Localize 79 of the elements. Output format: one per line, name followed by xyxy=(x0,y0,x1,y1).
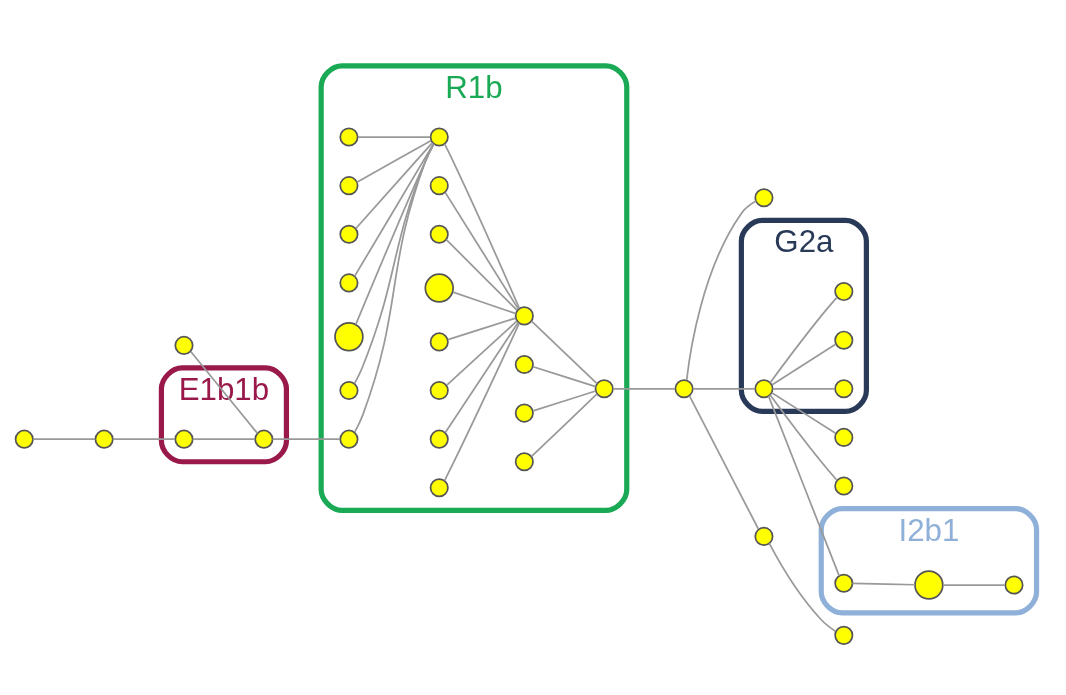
node-circle xyxy=(14,429,34,449)
node-circle xyxy=(424,272,454,303)
cluster: E1b1b xyxy=(158,364,290,464)
node-circle xyxy=(334,321,364,351)
connector xyxy=(357,135,431,138)
node-circle xyxy=(429,331,449,351)
node-circle xyxy=(514,354,534,374)
connector xyxy=(353,142,435,384)
connector xyxy=(189,350,259,434)
node-circle xyxy=(834,476,854,496)
connector xyxy=(452,290,517,314)
node-circle xyxy=(1004,574,1024,595)
node-circle xyxy=(429,380,449,400)
connector xyxy=(692,387,756,390)
connector xyxy=(532,389,597,412)
node-circle xyxy=(429,224,449,244)
connector xyxy=(354,142,435,277)
node-circle xyxy=(754,378,774,398)
connector xyxy=(353,142,435,433)
connector xyxy=(32,437,96,440)
node-circle xyxy=(754,526,774,546)
connector xyxy=(356,139,432,183)
node-circle xyxy=(834,427,854,447)
node-circle xyxy=(339,126,359,147)
connector xyxy=(191,437,256,440)
connector xyxy=(445,238,518,311)
cluster: R1b xyxy=(318,62,630,513)
node-circle xyxy=(834,573,854,593)
connector xyxy=(443,321,521,481)
connector xyxy=(771,342,837,386)
connector xyxy=(769,296,838,384)
connector xyxy=(443,142,521,309)
connector xyxy=(851,582,916,586)
node-circle xyxy=(339,380,359,400)
node-circle xyxy=(514,305,534,325)
node-circle xyxy=(429,175,449,195)
connector xyxy=(769,393,838,481)
connector xyxy=(532,365,597,387)
connector xyxy=(768,542,837,632)
connector xyxy=(112,437,176,440)
node-circle xyxy=(834,330,854,350)
node-circle xyxy=(594,378,614,398)
node-circle xyxy=(174,429,194,449)
connector xyxy=(942,583,1006,586)
node-circle xyxy=(834,625,854,645)
cluster: I2b1 xyxy=(818,505,1040,615)
connector xyxy=(685,199,757,381)
connector xyxy=(530,392,598,457)
node-circle xyxy=(339,175,359,195)
node-circle xyxy=(429,429,449,449)
node-circle xyxy=(834,281,854,301)
cluster: G2a xyxy=(738,217,869,414)
node-circle xyxy=(674,378,694,398)
connector xyxy=(771,391,837,434)
node-circle xyxy=(514,451,534,471)
node-circle xyxy=(834,378,854,398)
node-circle xyxy=(339,272,359,292)
connector xyxy=(444,321,520,433)
node-circle xyxy=(754,187,774,207)
connector xyxy=(767,394,841,577)
connector xyxy=(612,387,676,390)
connector xyxy=(354,142,435,325)
connector xyxy=(445,319,518,386)
connector xyxy=(688,394,760,530)
connector xyxy=(447,316,517,341)
node-circle xyxy=(94,429,114,449)
node-circle xyxy=(339,429,359,449)
node-circle xyxy=(254,429,274,449)
connector xyxy=(530,319,598,384)
connector xyxy=(771,387,836,390)
connector xyxy=(355,141,434,229)
connector xyxy=(271,437,341,440)
connector xyxy=(444,191,520,310)
node-circle xyxy=(339,224,359,244)
node-circle xyxy=(174,335,194,355)
node-circle xyxy=(914,569,944,600)
node-circle xyxy=(514,403,534,423)
node-circle xyxy=(429,477,449,497)
node-circle xyxy=(429,126,449,147)
